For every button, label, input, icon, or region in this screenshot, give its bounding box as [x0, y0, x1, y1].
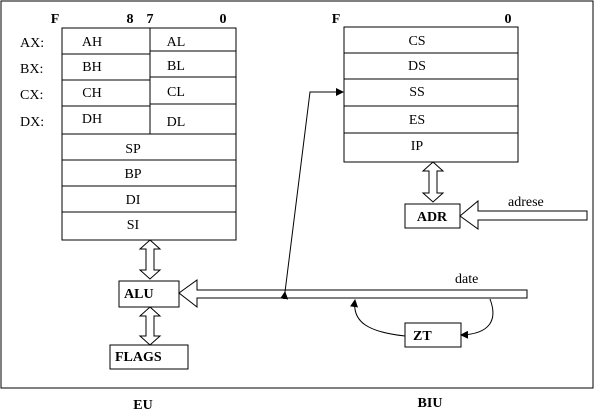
register-di: DI	[126, 193, 141, 208]
flags-box	[109, 344, 189, 370]
register-dh: DH	[82, 112, 102, 127]
adr-box	[404, 203, 461, 229]
address-bus-label: adrese	[508, 195, 544, 210]
zt-label: ZT	[413, 329, 432, 344]
register-name-cx: CX:	[20, 88, 43, 103]
register-ip: IP	[411, 139, 424, 154]
register-cl: CL	[167, 85, 185, 100]
eu-register-file	[61, 27, 237, 241]
register-name-ax: AX:	[20, 36, 44, 51]
register-es: ES	[409, 113, 425, 128]
outer-frame	[0, 0, 594, 389]
bus-to-segment-connector	[280, 88, 344, 300]
biu-label: BIU	[418, 396, 443, 411]
registers-alu-double-arrow	[138, 239, 162, 280]
segment-adr-double-arrow	[421, 161, 445, 203]
biu-bit-label-f: F	[332, 12, 341, 27]
register-dl: DL	[167, 115, 186, 130]
register-cs: CS	[408, 34, 425, 49]
register-ch: CH	[82, 86, 101, 101]
eu-label: EU	[133, 398, 152, 413]
eu-bit-label-8: 8	[127, 12, 134, 27]
eu-bit-label-0: 0	[220, 12, 227, 27]
register-sp: SP	[125, 142, 141, 157]
register-name-bx: BX:	[20, 62, 43, 77]
register-bp: BP	[124, 167, 141, 182]
register-name-dx: DX:	[20, 115, 44, 130]
register-bl: BL	[167, 59, 185, 74]
bus-to-zt-curve	[460, 298, 494, 339]
zt-box	[404, 322, 462, 348]
biu-bit-label-0: 0	[505, 12, 512, 27]
eu-bit-label-7: 7	[147, 12, 154, 27]
register-si: SI	[127, 218, 140, 233]
register-bh: BH	[82, 60, 101, 75]
biu-segment-register-file	[343, 26, 519, 163]
register-al: AL	[167, 35, 186, 50]
data-bus-label: date	[455, 272, 478, 287]
address-bus-arrow	[459, 199, 588, 230]
data-bus-arrow	[178, 279, 528, 309]
alu-box	[118, 280, 180, 308]
alu-flags-double-arrow	[138, 306, 162, 346]
adr-label: ADR	[417, 210, 448, 225]
alu-label: ALU	[124, 287, 154, 302]
zt-to-bus-curve	[350, 299, 406, 337]
flags-label: FLAGS	[115, 350, 162, 365]
eu-bit-label-f: F	[51, 12, 60, 27]
register-ah: AH	[82, 35, 102, 50]
register-ss: SS	[409, 85, 425, 100]
register-ds: DS	[408, 59, 426, 74]
